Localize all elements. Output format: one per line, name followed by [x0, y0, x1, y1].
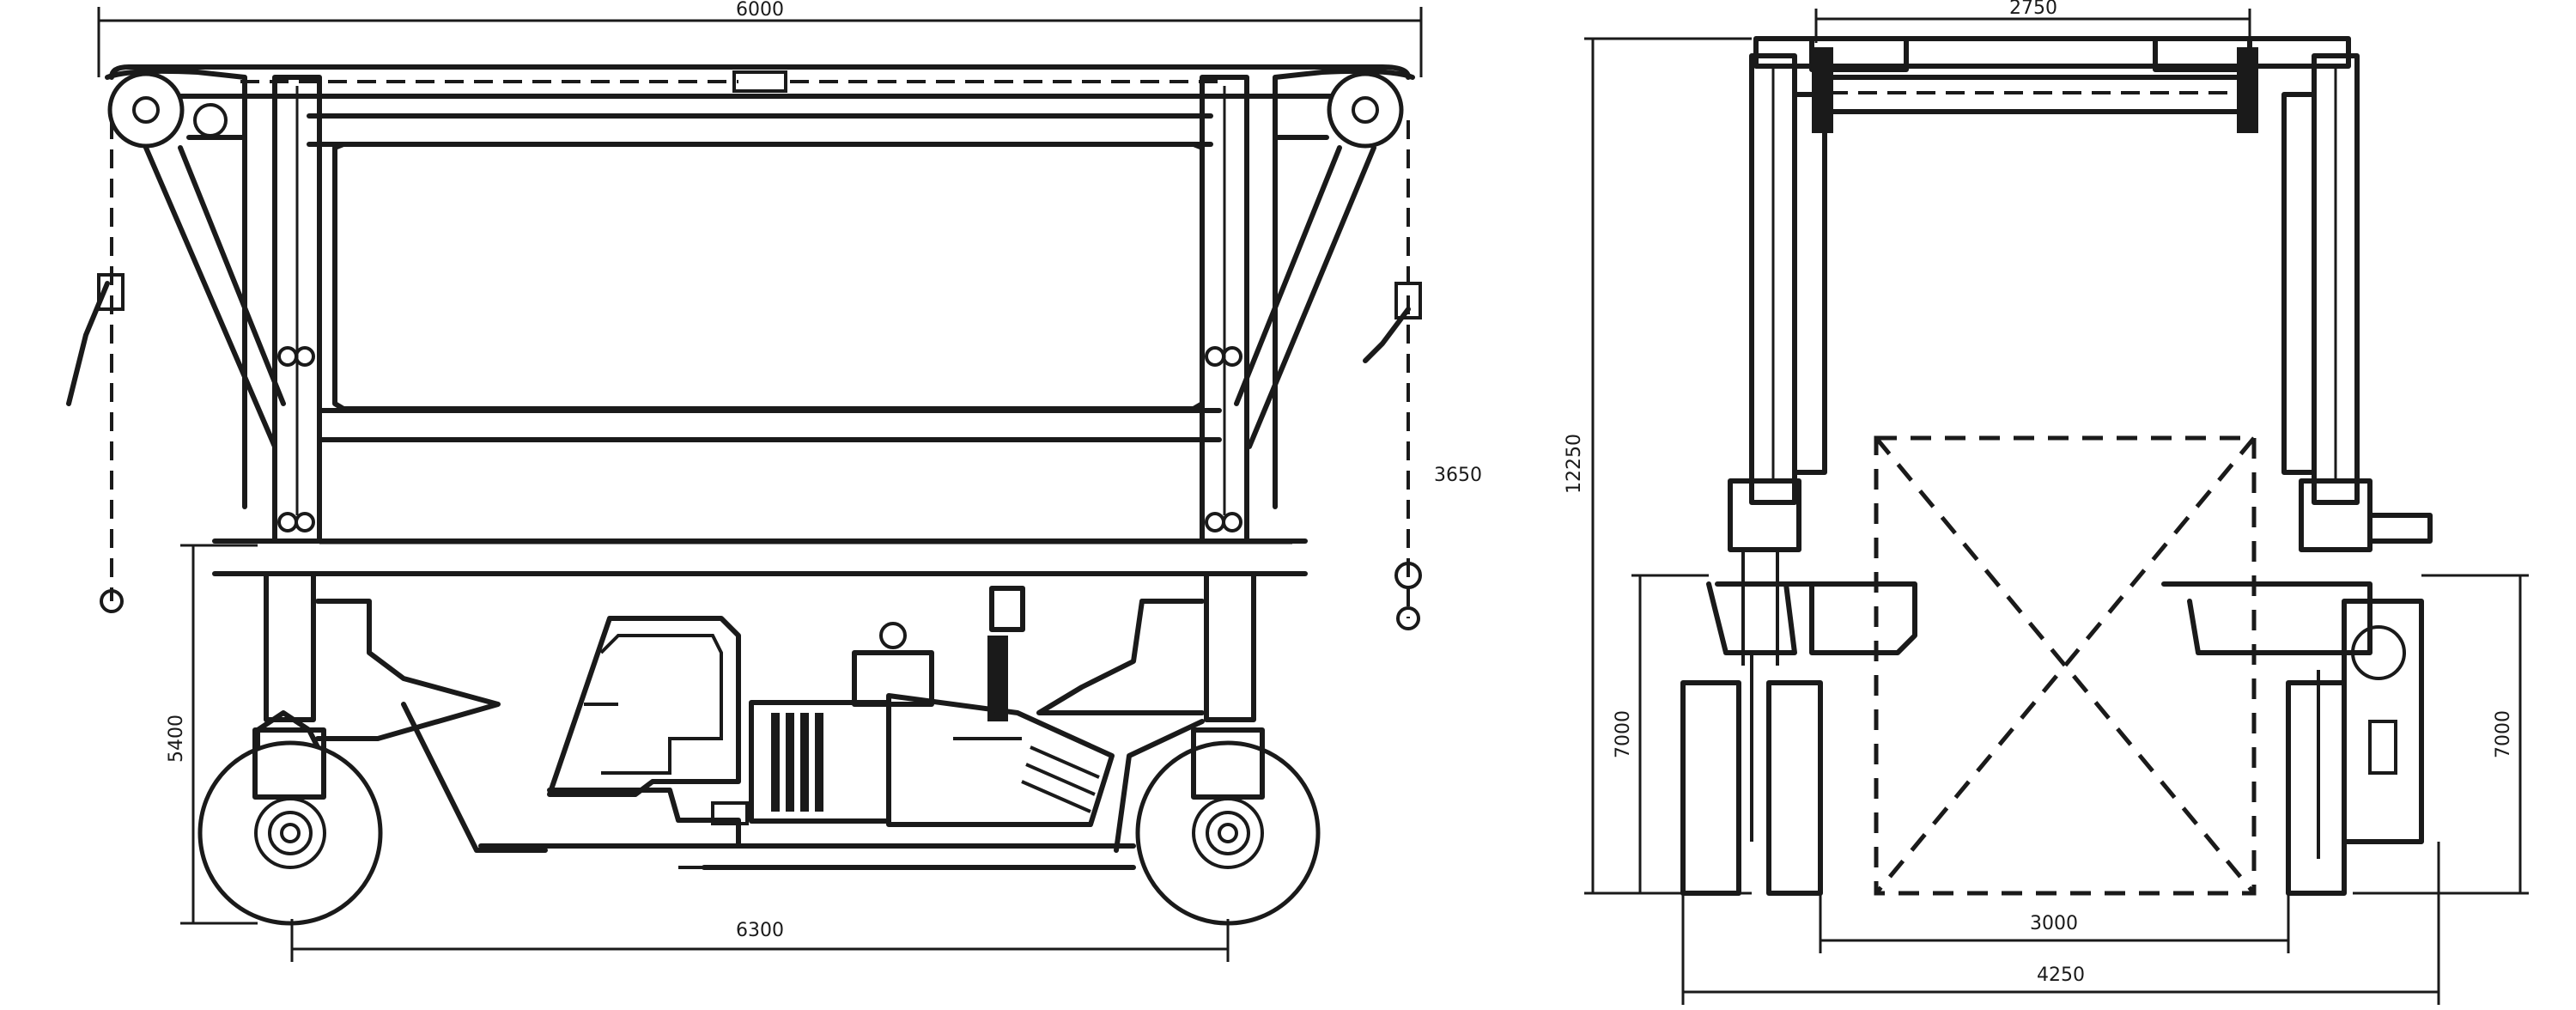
front-right-column	[2281, 53, 2360, 505]
front-right-height-dimension: 7000	[2353, 574, 2529, 895]
front-right-height-label: 7000	[2493, 710, 2514, 758]
right-top-pulley	[1273, 68, 1415, 149]
side-overall-width-label: 6000	[736, 0, 784, 21]
side-lift-dimension: 3650	[1434, 465, 1482, 486]
right-columns	[1200, 75, 1376, 544]
right-wheel	[1135, 727, 1321, 926]
front-view: 2750	[1564, 0, 2529, 1005]
left-columns	[143, 75, 322, 544]
right-chain	[1363, 120, 1422, 630]
front-overall-height-label: 12250	[1564, 434, 1585, 494]
front-top-span-label: 2750	[2009, 0, 2057, 19]
front-top-beam	[1753, 36, 2351, 133]
chassis	[478, 788, 1136, 870]
front-left-height-dimension: 7000	[1613, 574, 1709, 893]
side-height-dimension: 5400	[166, 544, 258, 925]
front-left-wheel	[1680, 653, 1823, 896]
front-right-wheel	[2286, 599, 2424, 896]
front-outer-width-dimension: 4250	[1681, 842, 2440, 1005]
side-wheelbase-dimension: 6300	[290, 919, 1230, 962]
front-left-spreader	[1706, 478, 1917, 666]
engine-block	[749, 586, 1025, 824]
side-lift-label: 3650	[1434, 465, 1482, 486]
front-left-column	[1749, 53, 1827, 505]
front-inner-width-dimension: 3000	[1819, 893, 2290, 953]
front-top-span-dimension: 2750	[1814, 0, 2251, 43]
front-outer-width-label: 4250	[2037, 964, 2085, 986]
upper-frame	[212, 142, 1308, 576]
lower-structure	[264, 571, 1256, 853]
front-inner-width-label: 3000	[2030, 913, 2078, 934]
container-outline	[1874, 435, 2257, 896]
front-overall-height-dimension: 12250	[1564, 37, 1752, 895]
front-right-spreader	[2161, 478, 2433, 680]
left-top-pulley	[105, 68, 247, 149]
side-view: 6000	[66, 0, 1482, 962]
operator-cab	[547, 616, 749, 825]
left-wheel	[197, 710, 383, 926]
side-overall-width-dimension: 6000	[97, 0, 1423, 77]
radiator	[886, 693, 1115, 827]
left-chain	[66, 120, 125, 613]
front-left-height-label: 7000	[1613, 710, 1634, 758]
side-wheelbase-label: 6300	[736, 920, 784, 941]
side-height-label: 5400	[166, 715, 187, 763]
